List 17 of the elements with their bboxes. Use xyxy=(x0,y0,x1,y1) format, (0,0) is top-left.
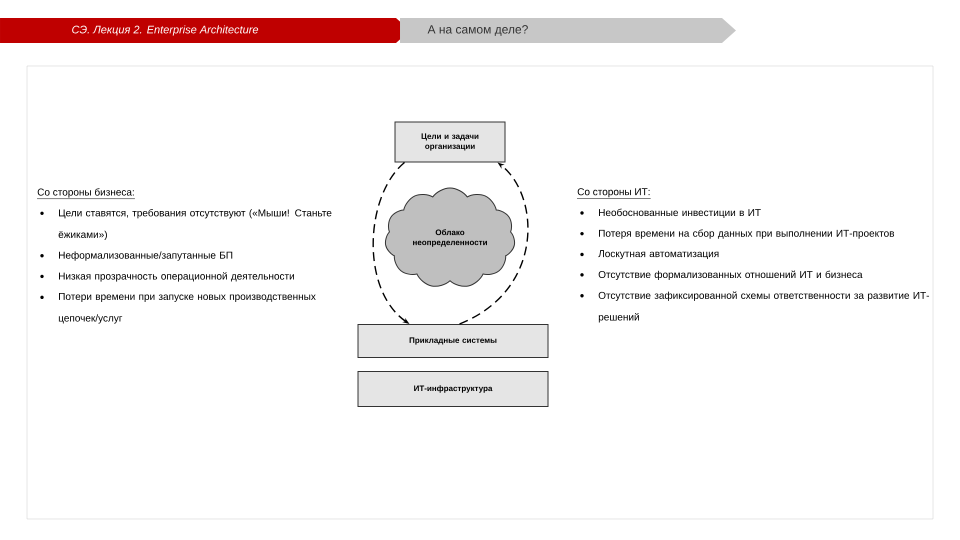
list-item: Цели ставятся, требования отсутствуют («Мыши! Станьте ёжиками») xyxy=(58,209,332,240)
list-item: Отсутствие зафиксированной схемы ответственности за развитие ИТ-решений xyxy=(598,291,930,323)
list-item: Необоснованные инвестиции в ИТ xyxy=(599,208,761,218)
list-heading: Со стороны ИТ: xyxy=(576,188,651,199)
list-item: Потеря времени на сбор данных при выполнении ИТ-проектов xyxy=(599,229,894,239)
list-heading: Со стороны бизнеса: xyxy=(36,188,136,200)
list-item: Неформализованные/запутанные БП xyxy=(59,251,232,261)
process-box: Цели и задачи организации xyxy=(394,122,506,162)
list-item: Отсутствие формализованных отношений ИТ и бизнеса xyxy=(598,270,863,280)
arrow xyxy=(459,162,529,325)
process-box: ИТ-инфраструктура xyxy=(358,371,548,407)
title: А на самом деле? xyxy=(428,25,528,36)
process-box: Прикладные системы xyxy=(358,324,548,358)
list-item: Потери времени при запуске новых производственных цепочек/услуг xyxy=(58,293,316,324)
list-item: Лоскутная автоматизация xyxy=(598,250,718,260)
header-text: СЭ. Лекция 2. Enterprise Architecture xyxy=(72,25,258,36)
list-item: Низкая прозрачность операционной деятельности xyxy=(59,272,294,282)
